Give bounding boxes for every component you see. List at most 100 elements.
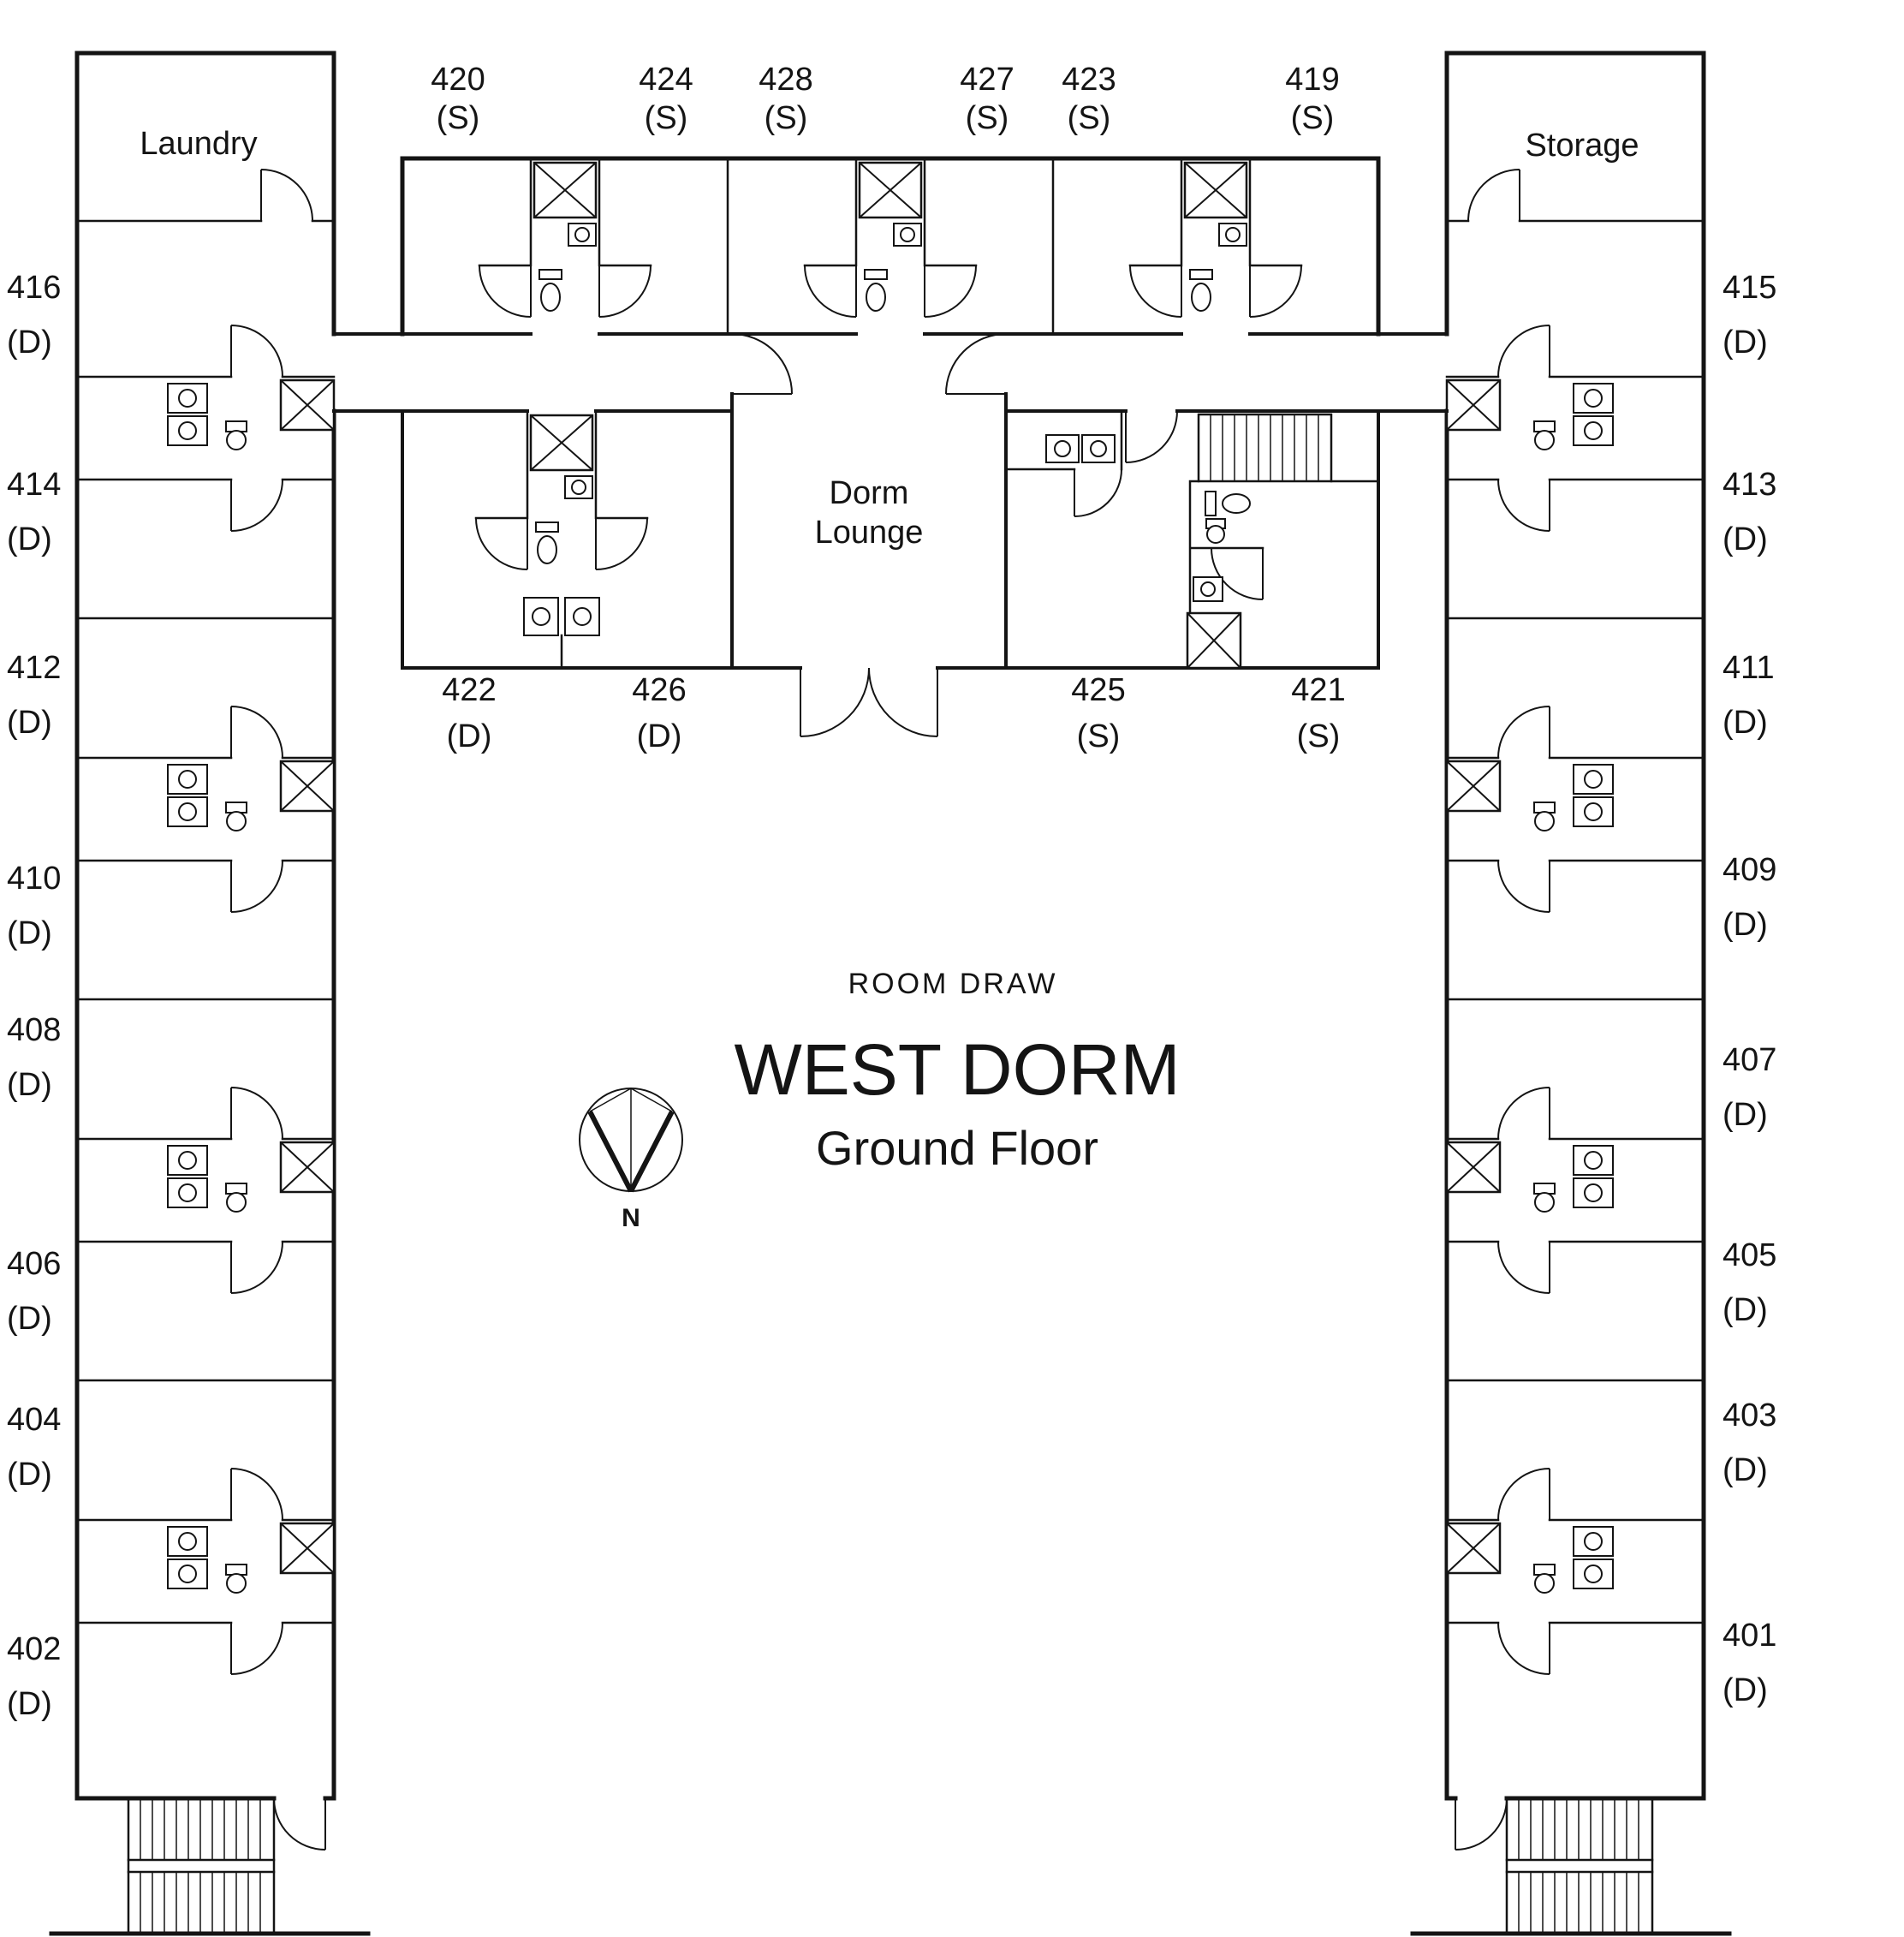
- room-419-number: 419: [1285, 62, 1339, 98]
- room-426-type: (D): [637, 718, 682, 754]
- room-408-type: (D): [7, 1067, 52, 1103]
- room-412-number: 412: [7, 650, 61, 686]
- building-title: WEST DORM: [734, 1029, 1180, 1110]
- room-404-type: (D): [7, 1457, 52, 1493]
- bath-cluster: [75, 1086, 336, 1295]
- room-412-type: (D): [7, 705, 52, 741]
- suite-bathroom: [474, 409, 649, 571]
- stairs-treads: [1518, 1872, 1639, 1934]
- room-426-number: 426: [632, 672, 686, 708]
- toilet-icon: [1205, 491, 1217, 516]
- room-408-number: 408: [7, 1012, 61, 1048]
- room-419-type: (S): [1291, 100, 1335, 136]
- lounge-label-line1: Dorm: [830, 475, 909, 511]
- room-413-type: (D): [1723, 522, 1768, 557]
- room-420-number: 420: [431, 62, 485, 98]
- bath-cluster: [1445, 1086, 1705, 1295]
- room-410-number: 410: [7, 861, 61, 897]
- center-stairs: [1197, 413, 1333, 483]
- room-405-number: 405: [1723, 1237, 1776, 1273]
- lower-left-block: [401, 409, 734, 670]
- stairs-treads: [1518, 1798, 1639, 1860]
- title-block: ROOM DRAW WEST DORM Ground Floor: [734, 968, 1180, 1175]
- block-outer-walls: [401, 409, 734, 670]
- room-423-number: 423: [1062, 62, 1116, 98]
- bath-cluster: [1445, 324, 1705, 533]
- stairs-treads: [140, 1872, 261, 1934]
- storage-label: Storage: [1525, 128, 1639, 164]
- room-401-number: 401: [1723, 1618, 1776, 1654]
- room-424-type: (S): [645, 100, 688, 136]
- room-425-type: (S): [1077, 718, 1121, 754]
- room-425-number: 425: [1071, 672, 1125, 708]
- center-room-labels: 422 (D) 426 (D) 425 (S) 421 (S): [442, 672, 1345, 754]
- room-403-type: (D): [1723, 1452, 1768, 1488]
- right-stairwell: [1410, 1797, 1732, 1936]
- room-409-type: (D): [1723, 907, 1768, 943]
- room-416-type: (D): [7, 325, 52, 361]
- right-wing-inner-walls: [1445, 219, 1705, 1382]
- bath-cluster: [75, 705, 336, 914]
- lower-right-block: [1004, 409, 1380, 670]
- left-wing-inner-walls: [75, 219, 336, 1382]
- room-427-number: 427: [960, 62, 1014, 98]
- room-403-number: 403: [1723, 1398, 1776, 1433]
- top-suite-band: [400, 156, 1381, 337]
- laundry-label: Laundry: [140, 126, 257, 162]
- room-415-number: 415: [1723, 270, 1776, 306]
- stairs-treads: [1210, 414, 1319, 481]
- room-407-type: (D): [1723, 1097, 1768, 1133]
- bath-cluster: [1445, 705, 1705, 914]
- suite-bathroom: [803, 157, 978, 319]
- room-422-type: (D): [447, 718, 492, 754]
- room-423-type: (S): [1068, 100, 1111, 136]
- top-band-room-labels: 420 (S) 424 (S) 428 (S) 427 (S) 423 (S) …: [431, 62, 1339, 136]
- room-416-number: 416: [7, 270, 61, 306]
- left-stairwell: [49, 1797, 371, 1936]
- room-409-number: 409: [1723, 852, 1776, 888]
- room-410-type: (D): [7, 915, 52, 951]
- room-414-number: 414: [7, 467, 61, 503]
- suite-bathroom: [1128, 157, 1303, 319]
- lounge-label-line2: Lounge: [815, 515, 924, 551]
- floor-subtitle: Ground Floor: [816, 1121, 1098, 1175]
- room-407-number: 407: [1723, 1042, 1776, 1078]
- room-401-type: (D): [1723, 1672, 1768, 1708]
- room-428-type: (S): [765, 100, 808, 136]
- left-wing-room-labels: 416 (D) 414 (D) 412 (D) 410 (D) 408 (D) …: [7, 270, 61, 1722]
- room-404-number: 404: [7, 1402, 61, 1438]
- north-compass-icon: N: [579, 1088, 683, 1232]
- bath-cluster: [75, 1467, 336, 1676]
- room-422-number: 422: [442, 672, 496, 708]
- room-413-number: 413: [1723, 467, 1776, 503]
- lounge-walls: [730, 392, 1008, 670]
- stairs-landing: [1505, 1858, 1654, 1874]
- room-421-type: (S): [1297, 718, 1341, 754]
- right-wing-room-labels: 415 (D) 413 (D) 411 (D) 409 (D) 407 (D) …: [1723, 270, 1776, 1708]
- bath-cluster: [1445, 1467, 1705, 1676]
- right-wing: Storage: [1410, 51, 1732, 1936]
- bath-cluster: [75, 324, 336, 533]
- lounge-door-arcs: [731, 333, 1007, 737]
- room-427-type: (S): [966, 100, 1009, 136]
- shaft-x-diagonals: [1187, 612, 1241, 669]
- room-402-number: 402: [7, 1631, 61, 1667]
- stairs-landing: [127, 1858, 276, 1874]
- room-draw-title: ROOM DRAW: [848, 968, 1058, 1000]
- stairs-treads: [140, 1798, 261, 1860]
- sink-icon: [1045, 434, 1080, 463]
- room-411-type: (D): [1723, 705, 1768, 741]
- left-wing-door-arcs: [260, 169, 326, 1851]
- block-door-arcs: [1074, 410, 1264, 600]
- room-421-number: 421: [1291, 672, 1345, 708]
- room-402-type: (D): [7, 1686, 52, 1722]
- left-wing: Laundry: [49, 51, 371, 1936]
- block-inner-walls: [1004, 409, 1380, 615]
- room-405-type: (D): [1723, 1292, 1768, 1328]
- room-406-type: (D): [7, 1301, 52, 1337]
- room-420-type: (S): [437, 100, 480, 136]
- corridor-walls: [332, 332, 1449, 413]
- room-424-number: 424: [639, 62, 693, 98]
- room-411-number: 411: [1723, 650, 1775, 686]
